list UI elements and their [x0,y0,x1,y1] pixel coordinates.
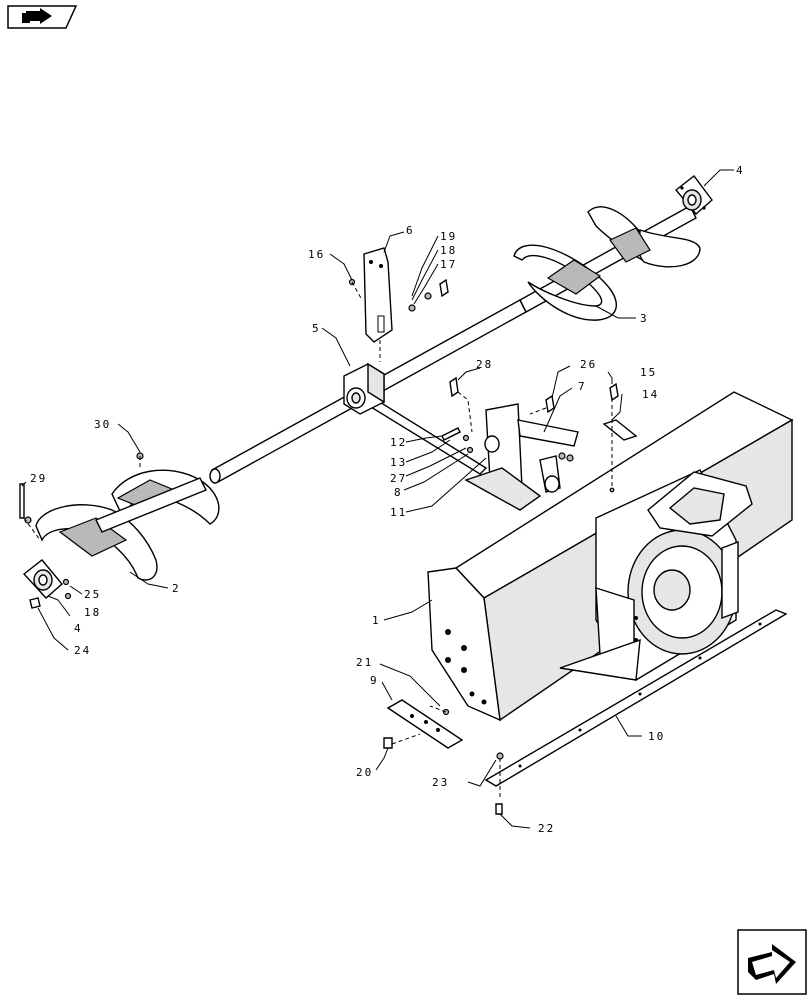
callout-19: 19 [440,230,457,243]
callout-3: 3 [640,312,649,325]
bearing-flange-lower [22,559,63,599]
callout-30: 30 [94,418,111,431]
callout-8: 8 [394,486,403,499]
callout-2: 2 [172,582,181,595]
callout-labels: 1 2 3 4 4 5 6 7 8 9 10 11 12 13 14 15 16… [30,164,745,835]
left-auger-part [35,469,220,581]
callout-5: 5 [312,322,321,335]
callout-6: 6 [406,224,415,237]
leader-lines [21,169,734,829]
bracket-plate-part [363,247,393,343]
callout-14: 14 [642,388,659,401]
next-page-arrow-icon[interactable] [737,929,807,995]
housing-part [427,391,794,722]
assembly-lines [23,281,613,800]
callout-13: 13 [390,456,407,469]
gearbox-part [343,362,385,415]
callout-18-upper: 18 [440,244,457,257]
callout-29: 29 [30,472,47,485]
bearing-flange-upper [674,175,713,215]
callout-16: 16 [308,248,325,261]
callout-22: 22 [538,822,555,835]
small-bracket-part [602,419,638,441]
section-nav-arrow-icon[interactable] [7,5,78,29]
right-auger-part [513,206,701,321]
callout-1: 1 [372,614,381,627]
callout-24: 24 [74,644,91,657]
callout-18-lower: 18 [84,606,101,619]
callout-4-lower: 4 [74,622,83,635]
callout-15: 15 [640,366,657,379]
callout-4-upper: 4 [736,164,745,177]
callout-20: 20 [356,766,373,779]
callout-25: 25 [84,588,101,601]
callout-7: 7 [578,380,587,393]
long-strip-part [484,609,788,787]
callout-11: 11 [390,506,407,519]
callout-23: 23 [432,776,449,789]
callout-9: 9 [370,674,379,687]
callout-27: 27 [390,472,407,485]
side-bracket-assembly [464,403,579,511]
fasteners [19,278,619,815]
small-plate-part [386,699,464,749]
callout-28: 28 [476,358,493,371]
callout-26: 26 [580,358,597,371]
callout-17: 17 [440,258,457,271]
callout-12: 12 [390,436,407,449]
callout-10: 10 [648,730,665,743]
callout-21: 21 [356,656,373,669]
